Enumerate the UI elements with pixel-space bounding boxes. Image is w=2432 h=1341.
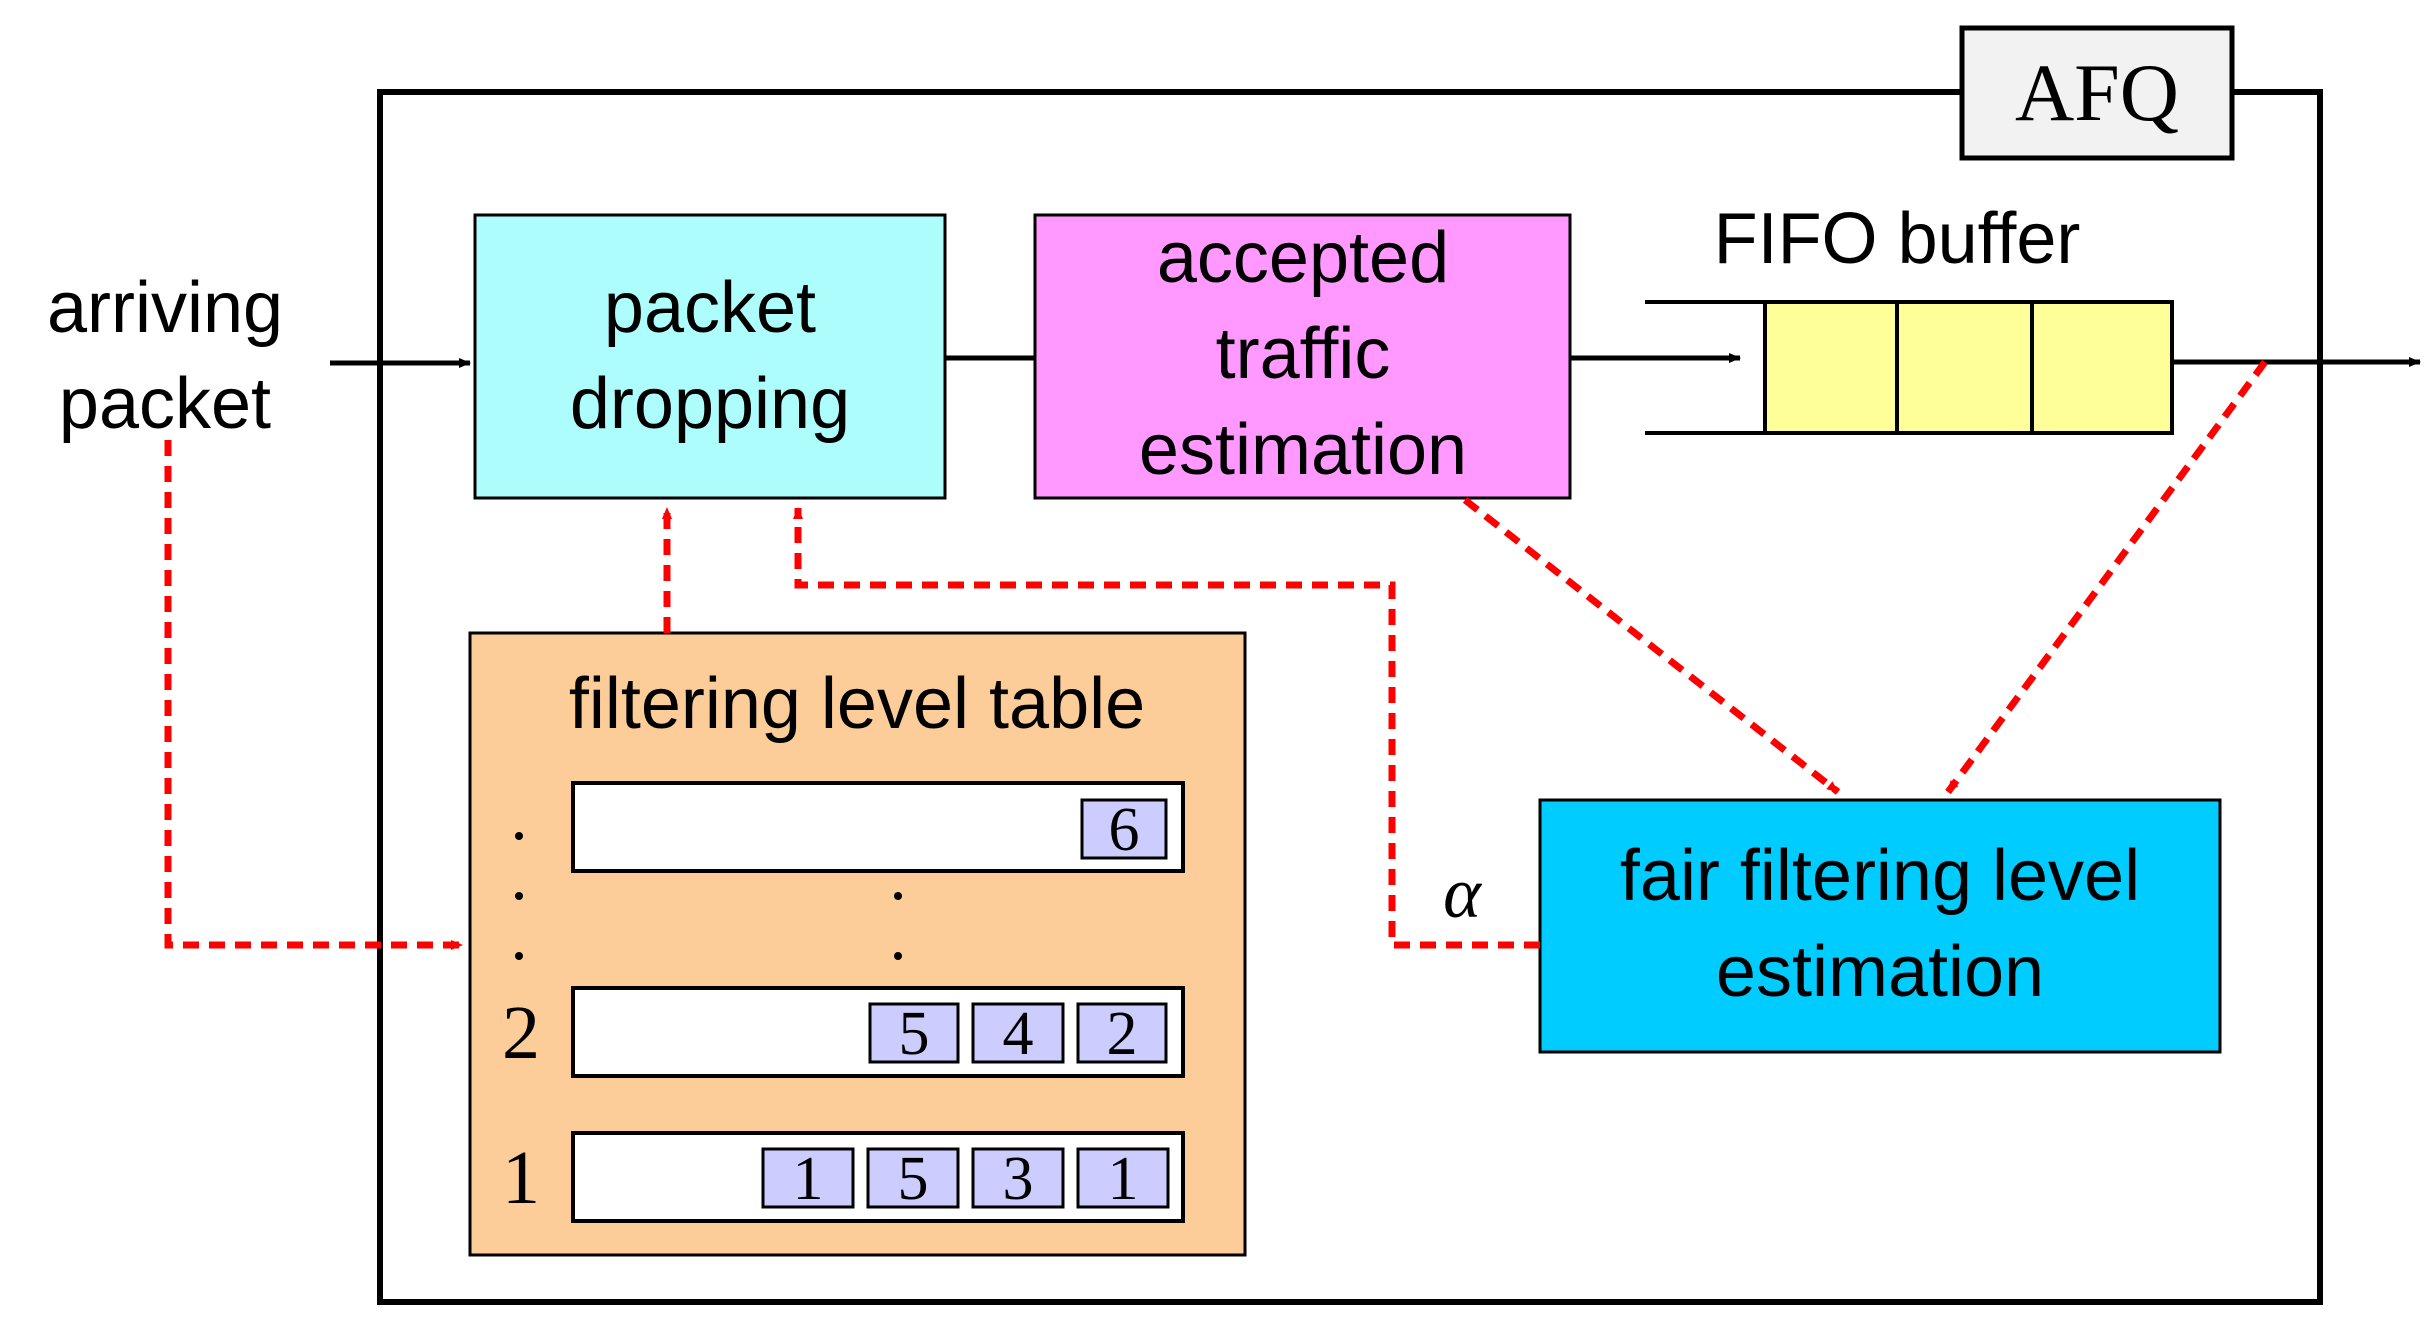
fair-filtering-line2: estimation (1716, 932, 2044, 1012)
afq-container (377, 89, 2323, 1305)
table-cell (1076, 1147, 1170, 1209)
table-cell-value: 5 (899, 1000, 930, 1068)
ellipsis-dot (515, 952, 523, 960)
table-cell (868, 1002, 960, 1064)
ellipsis-dot (894, 952, 902, 960)
table-cell (1076, 1002, 1168, 1064)
fair-filtering-box (1538, 798, 2222, 1054)
table-cell-value: 1 (1108, 1145, 1139, 1213)
ellipsis-dot (515, 832, 523, 840)
filtering-table-title: filtering level table (569, 664, 1145, 744)
packet-dropping-line1: packet (604, 268, 816, 348)
alpha-symbol: α (1443, 853, 1482, 933)
fifo-label: FIFO buffer (1714, 199, 2081, 279)
fifo-slot-1 (1763, 300, 1899, 435)
table-level-2: 2 (502, 991, 540, 1075)
dashed-arrow-arrival-to-table (164, 440, 463, 950)
table-cell-value: 4 (1003, 1000, 1034, 1068)
packet-dropping-box (473, 213, 947, 500)
table-cell-value: 2 (1107, 1000, 1138, 1068)
fair-filtering-line1: fair filtering level (1620, 836, 2140, 916)
table-cell (866, 1147, 960, 1209)
dashed-arrow-output-to-fair (1945, 359, 2268, 795)
dashed-arrow-alpha-to-dropping (793, 507, 1540, 949)
table-level-1: 1 (502, 1136, 540, 1220)
fifo-slot-2 (1895, 300, 2034, 435)
fifo-slot-3 (2030, 300, 2174, 435)
table-cell (1080, 798, 1168, 860)
dashed-arrow-accepted-to-fair (1462, 497, 1841, 795)
table-cell-value: 5 (898, 1145, 929, 1213)
afq-label: AFQ (2015, 47, 2179, 138)
accepted-traffic-line1: accepted (1157, 218, 1449, 298)
table-cell-value: 3 (1003, 1145, 1034, 1213)
table-cell (971, 1002, 1065, 1064)
ellipsis-dot (894, 892, 902, 900)
table-cell (761, 1147, 855, 1209)
accepted-traffic-line3: estimation (1139, 410, 1467, 490)
arriving-label-line2: packet (59, 364, 271, 444)
accepted-traffic-line2: traffic (1216, 314, 1391, 394)
arriving-label-line1: arriving (47, 268, 283, 348)
table-cell-value: 1 (793, 1145, 824, 1213)
ellipsis-dot (515, 892, 523, 900)
table-cell (971, 1147, 1065, 1209)
table-cell-value: 6 (1109, 796, 1140, 864)
afq-label-box (1959, 25, 2235, 161)
packet-dropping-line2: dropping (570, 364, 850, 444)
